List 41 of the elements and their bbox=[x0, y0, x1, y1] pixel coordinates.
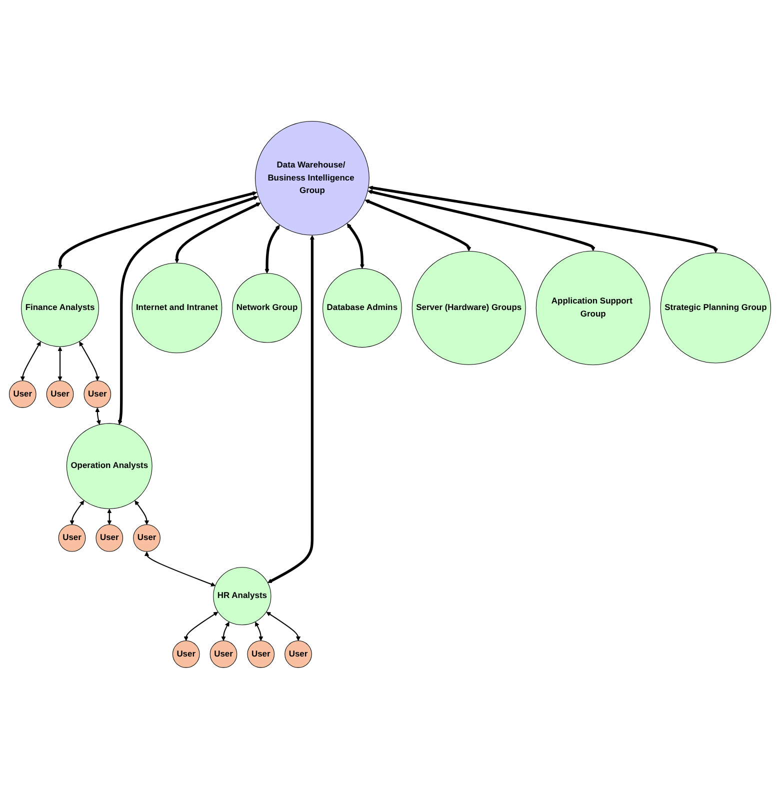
arrow bbox=[70, 500, 84, 525]
arrow bbox=[255, 622, 264, 642]
node-circle: User bbox=[46, 380, 74, 408]
node-circle: Strategic Planning Group bbox=[660, 252, 772, 364]
arrow bbox=[95, 408, 101, 425]
arrow bbox=[184, 612, 218, 642]
arrow bbox=[20, 342, 41, 382]
arrow bbox=[58, 191, 258, 270]
arrow bbox=[118, 196, 258, 425]
node-circle: User bbox=[84, 380, 112, 408]
node-circle: Server (Hardware) Groups bbox=[412, 251, 526, 366]
arrow bbox=[58, 346, 62, 382]
node-circle: User bbox=[172, 640, 200, 668]
arrow bbox=[221, 622, 230, 642]
arrow bbox=[364, 200, 472, 252]
node-circle: User bbox=[8, 380, 36, 408]
node-circle: User bbox=[210, 640, 238, 668]
arrow bbox=[368, 190, 596, 252]
node-circle: Database Admins bbox=[322, 268, 402, 348]
arrow bbox=[79, 342, 100, 382]
arrow bbox=[368, 186, 718, 254]
node-circle: Data Warehouse/ Business Intelligence Group bbox=[255, 121, 370, 236]
node-circle: Application Support Group bbox=[536, 250, 650, 366]
arrow bbox=[266, 612, 301, 642]
arrow bbox=[267, 235, 315, 584]
arrow bbox=[264, 224, 280, 274]
arrow bbox=[144, 552, 216, 587]
arrow bbox=[346, 223, 364, 269]
arrow bbox=[107, 508, 112, 525]
node-circle: Finance Analysts bbox=[21, 269, 99, 347]
node-circle: Internet and Intranet bbox=[132, 262, 222, 354]
node-circle: User bbox=[133, 524, 160, 552]
node-circle: Operation Analysts bbox=[66, 423, 152, 510]
node-circle: User bbox=[58, 524, 86, 552]
arrow bbox=[134, 500, 150, 525]
arrow bbox=[174, 202, 261, 264]
node-circle: User bbox=[247, 640, 275, 668]
node-circle: User bbox=[284, 640, 312, 668]
node-circle: Network Group bbox=[232, 273, 302, 343]
node-circle: HR Analysts bbox=[213, 567, 272, 626]
node-circle: User bbox=[96, 524, 124, 552]
